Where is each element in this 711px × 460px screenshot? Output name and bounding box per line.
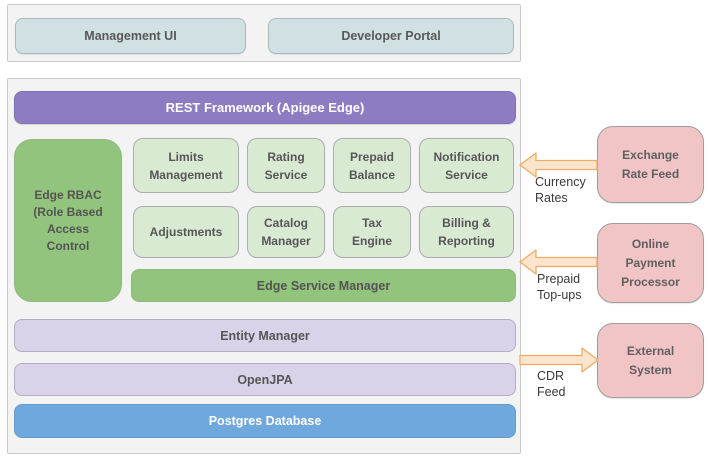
cdr-feed-label: CDR Feed (537, 369, 566, 399)
rest-framework-bar: REST Framework (Apigee Edge) (14, 91, 516, 124)
client-layer-panel: Management UI Developer Portal (7, 4, 521, 62)
service-box-limits-management: Limits Management (133, 138, 239, 193)
exchange-rate-feed-box: Exchange Rate Feed (597, 126, 704, 203)
edge-service-manager-bar: Edge Service Manager (131, 269, 516, 302)
service-box-rating-service: Rating Service (247, 138, 325, 193)
edge-platform-panel: REST Framework (Apigee Edge) Edge RBAC (… (7, 78, 521, 454)
service-box-catalog-manager: Catalog Manager (247, 206, 325, 258)
service-box-tax-engine: Tax Engine (333, 206, 411, 258)
currency-rates-arrow-icon (519, 152, 598, 178)
external-system-box: External System (597, 323, 704, 398)
management-ui-box: Management UI (15, 18, 246, 54)
service-box-billing-reporting: Billing & Reporting (419, 206, 514, 258)
service-box-notification-service: Notification Service (419, 138, 514, 193)
service-box-adjustments: Adjustments (133, 206, 239, 258)
prepaid-topups-arrow-icon (519, 249, 598, 275)
postgres-database-bar: Postgres Database (14, 404, 516, 438)
cdr-feed-arrow-icon (519, 347, 599, 373)
online-payment-processor-box: Online Payment Processor (597, 223, 704, 303)
developer-portal-box: Developer Portal (268, 18, 514, 54)
service-box-prepaid-balance: Prepaid Balance (333, 138, 411, 193)
currency-rates-label: Currency Rates (535, 175, 586, 205)
prepaid-topups-label: Prepaid Top-ups (537, 272, 582, 302)
openjpa-bar: OpenJPA (14, 363, 516, 396)
entity-manager-bar: Entity Manager (14, 319, 516, 352)
edge-rbac-box: Edge RBAC (Role Based Access Control (14, 139, 122, 302)
services-grid: Limits Management Rating Service Prepaid… (133, 138, 514, 258)
